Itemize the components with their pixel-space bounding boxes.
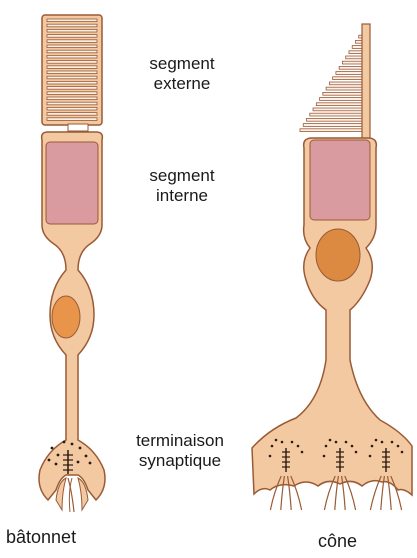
cone-outer-segment-spine: [362, 24, 370, 140]
outer-segment-label-line2: externe: [128, 74, 236, 94]
synaptic-vesicle: [269, 455, 272, 458]
synaptic-vesicle: [369, 455, 372, 458]
synaptic-vesicle: [281, 441, 284, 444]
rod-disc: [47, 107, 97, 110]
cone-caption: cône: [318, 531, 357, 552]
rod-cell: [39, 15, 105, 512]
synaptic-terminal-label-line1: terminaison: [120, 431, 240, 451]
outer-segment-label-line1: segment: [128, 54, 236, 74]
rod-disc: [47, 113, 97, 116]
rod-disc: [47, 102, 97, 105]
synaptic-vesicle: [275, 439, 278, 442]
synaptic-vesicle: [375, 439, 378, 442]
cone-disc: [307, 118, 366, 121]
rod-disc: [47, 55, 97, 58]
cone-disc: [323, 92, 366, 95]
rod-connecting-cilium: [68, 124, 88, 131]
cone-outer-segment: [300, 24, 370, 140]
synaptic-terminal-label-line2: synaptique: [120, 451, 240, 471]
rod-disc: [47, 118, 97, 121]
synaptic-vesicle: [351, 445, 354, 448]
rod-outer-segment: [42, 15, 102, 125]
cone-disc: [300, 129, 366, 132]
rod-disc: [47, 40, 97, 43]
synaptic-vesicle: [397, 445, 400, 448]
cone-disc: [316, 103, 366, 106]
synaptic-vesicle: [345, 441, 348, 444]
rod-disc: [47, 66, 97, 69]
outer-segment-label: segment externe: [128, 54, 236, 94]
cone-disc: [320, 98, 366, 101]
rod-disc: [47, 61, 97, 64]
rod-disc: [47, 29, 97, 32]
rod-disc: [47, 71, 97, 74]
rod-disc: [47, 81, 97, 84]
synaptic-vesicle: [271, 445, 274, 448]
inner-segment-label-line2: interne: [128, 186, 236, 206]
rod-caption: bâtonnet: [6, 527, 76, 548]
rod-inner-segment: [46, 142, 98, 224]
cone-disc: [313, 108, 366, 111]
synaptic-vesicle: [335, 441, 338, 444]
cone-cell: [252, 24, 412, 510]
synaptic-vesicle: [401, 451, 404, 454]
cone-disc: [303, 124, 366, 127]
rod-disc: [47, 45, 97, 48]
rod-disc: [47, 76, 97, 79]
synaptic-vesicle: [323, 455, 326, 458]
synaptic-vesicle: [391, 441, 394, 444]
cone-nucleus: [316, 229, 360, 281]
rod-disc: [47, 92, 97, 95]
synaptic-terminal-label: terminaison synaptique: [120, 431, 240, 471]
synaptic-vesicle: [301, 451, 304, 454]
synaptic-vesicle: [381, 441, 384, 444]
cone-disc: [310, 113, 366, 116]
synaptic-vesicle: [371, 445, 374, 448]
cone-inner-segment: [310, 140, 370, 220]
cone-disc: [326, 87, 366, 90]
rod-disc: [47, 24, 97, 27]
synaptic-vesicle: [329, 439, 332, 442]
inner-segment-label-line1: segment: [128, 166, 236, 186]
rod-disc: [47, 50, 97, 53]
rod-disc: [47, 87, 97, 90]
rod-disc: [47, 35, 97, 38]
synaptic-vesicle: [355, 451, 358, 454]
cone-disc: [329, 82, 366, 85]
inner-segment-label: segment interne: [128, 166, 236, 206]
rod-disc: [47, 97, 97, 100]
cone-disc: [333, 77, 366, 80]
synaptic-vesicle: [325, 445, 328, 448]
rod-nucleus: [52, 296, 80, 338]
synaptic-vesicle: [291, 441, 294, 444]
rod-disc: [47, 19, 97, 22]
synaptic-vesicle: [297, 445, 300, 448]
